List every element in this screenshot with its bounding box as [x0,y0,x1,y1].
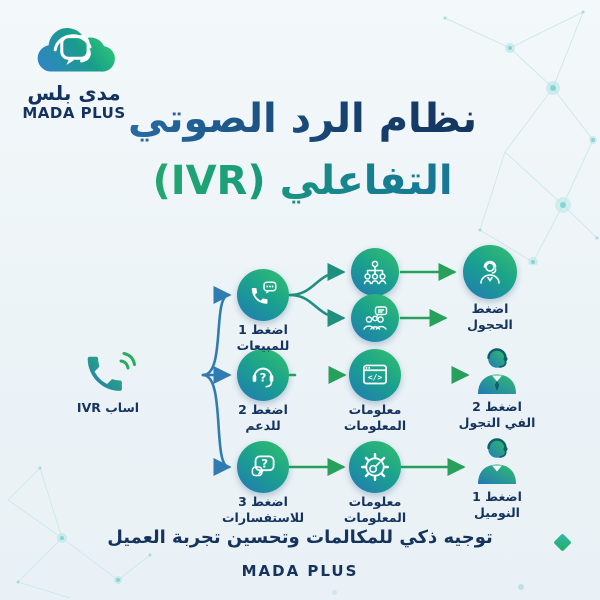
option-1-label: اضغط 1 للمبيعات [236,322,290,353]
title-line-2: التفاعلي (IVR) [55,150,550,212]
agent-2-person-icon [478,348,516,394]
footer-tagline: توجيه ذكي للمكالمات وتحسين تجربة العميل [107,527,493,548]
svg-text:?: ? [261,457,268,471]
gear-wrench-icon [361,453,389,481]
code-window-icon: </> [362,364,388,385]
org-chart-node [351,248,399,296]
team-chat-icon [363,306,388,330]
agent-3-label: اضغط 1 النوميل [472,489,522,520]
svg-text:?: ? [260,370,267,384]
info-node-1-label: معلومات المعلومات [343,402,407,433]
option-3-circle: ? [237,441,289,493]
option-2-circle: ? [237,349,289,401]
footer-brand: MADA PLUS [241,562,359,580]
phone-icon [87,352,136,391]
logo-name-english: MADA PLUS [22,104,125,122]
info-node-2-label: معلومات المعلومات [343,494,407,525]
team-chat-node [351,294,399,342]
logo: مدى بلس MADA PLUS [20,16,128,123]
option-2-label: اضغط 2 للدعم [238,402,288,433]
agent-1-circle [463,245,517,299]
agent-2-label: اضغط 2 الفي التجول [458,399,536,430]
dot-decoration [332,590,337,595]
svg-text:</>: </> [368,373,383,382]
chat-question-icon: ? [251,455,275,477]
caller-label: اساب IVR [76,400,140,415]
gear-info-node [349,441,401,493]
logo-cloud-headset-icon [37,27,115,72]
sound-wave-3 [407,353,449,397]
page-title: نظام الرد الصوتي التفاعلي (IVR) [55,88,550,212]
option-1-circle [237,269,289,321]
agent-1-label: اضغط الحجول [467,301,513,332]
agent-3-person-icon [478,438,516,484]
dot-decoration [518,584,524,590]
title-line-1: نظام الرد الصوتي [55,88,550,150]
sound-wave-2 [295,353,337,397]
org-chart-icon [363,260,387,285]
headset-question-icon: ? [252,367,274,388]
phone-chat-icon [251,281,277,304]
code-info-node: </> [349,349,401,401]
agent-headset-icon [480,260,500,284]
option-3-label: اضغط 3 للاستفسارات [221,494,305,525]
sound-wave-main [135,347,197,403]
logo-name-arabic: مدى بلس [27,81,120,105]
